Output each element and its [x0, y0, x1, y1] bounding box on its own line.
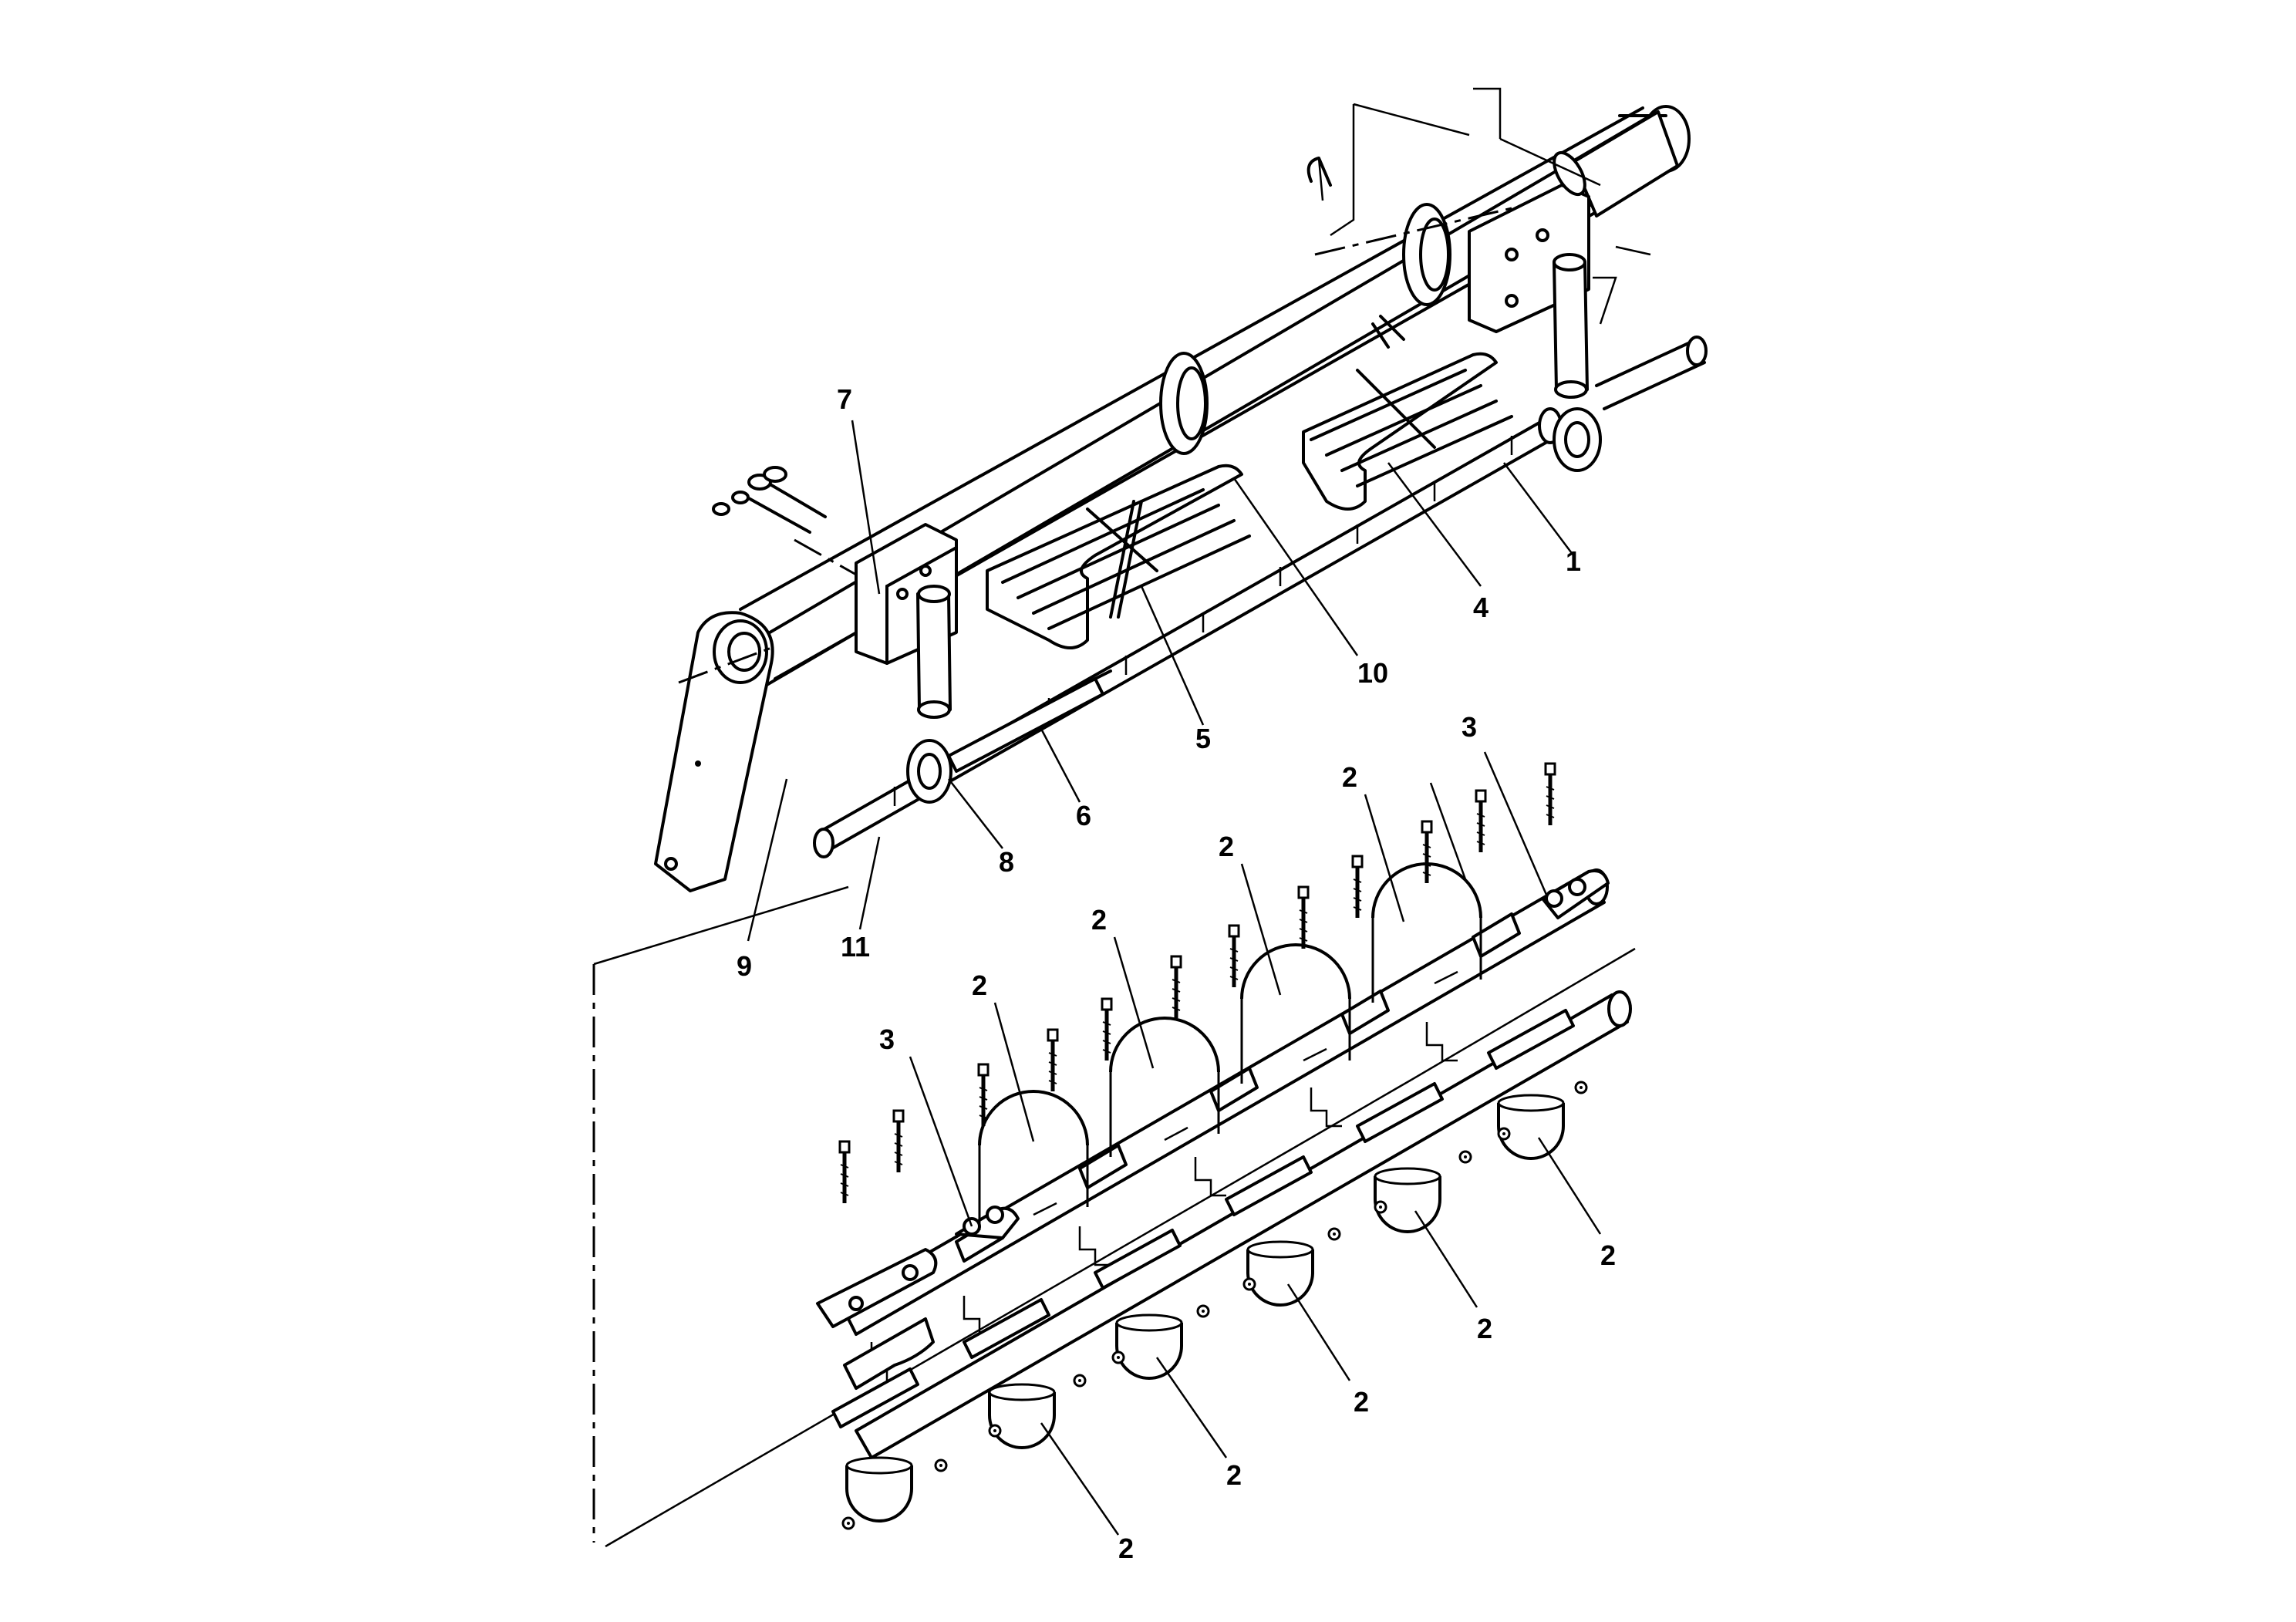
callout-2-h: 2 [1477, 1313, 1492, 1344]
right-bracket-lines [1593, 245, 1651, 325]
upper-clamp-segments [955, 912, 1521, 1263]
reference-lines-upper [678, 87, 1601, 684]
callout-5: 5 [1195, 723, 1211, 754]
end-clamp-right [1541, 869, 1610, 919]
callout-2-b: 2 [1091, 904, 1107, 936]
rod-hub-left [906, 739, 952, 804]
callout-2-f: 2 [1226, 1459, 1242, 1491]
tension-spring-rod [947, 669, 1112, 773]
callout-labels: 7 1 4 10 5 6 8 9 11 3 3 2 2 2 2 2 2 2 2 … [737, 383, 1616, 1564]
diagonal-strut [1109, 315, 1405, 619]
callout-2-a: 2 [972, 969, 987, 1001]
mounting-bolts-top [712, 466, 827, 534]
callout-2-e: 2 [1118, 1533, 1134, 1564]
tine-bar-frame-right [1302, 352, 1513, 511]
clip-ring [1553, 150, 1586, 197]
upper-reel-assembly [654, 87, 1708, 892]
callout-2-i: 2 [1600, 1239, 1616, 1271]
vertical-post-right [1553, 253, 1589, 399]
callout-10: 10 [1357, 657, 1388, 689]
reference-lines-lower [592, 885, 1636, 1548]
callout-3-right: 3 [1462, 711, 1477, 743]
vertical-post-left [916, 585, 952, 719]
lower-tine-assembly [592, 764, 1636, 1548]
right-cross-bar [1595, 336, 1708, 410]
callout-9: 9 [737, 950, 752, 982]
lower-brackets [831, 1009, 1575, 1428]
left-support-arm [654, 611, 774, 892]
callout-3-left: 3 [879, 1023, 895, 1055]
cotter-pin [1306, 157, 1332, 201]
callout-8: 8 [999, 846, 1014, 878]
rod-hub-right [1553, 407, 1602, 472]
callout-2-g: 2 [1354, 1386, 1369, 1418]
callout-2-d: 2 [1342, 761, 1357, 793]
callout-11: 11 [841, 931, 870, 963]
left-end-shoe [816, 1248, 938, 1328]
callout-4: 4 [1473, 592, 1489, 623]
lower-segment-tube [855, 990, 1632, 1459]
callout-7: 7 [837, 383, 852, 415]
callout-6: 6 [1076, 800, 1091, 831]
tube-flange-left [1159, 352, 1209, 455]
leader-lines [747, 420, 1602, 1536]
tine-bar-frame-left [986, 464, 1251, 649]
tube-flange-right [1402, 203, 1451, 306]
callout-1: 1 [1566, 545, 1581, 577]
callout-2-c: 2 [1219, 831, 1234, 862]
